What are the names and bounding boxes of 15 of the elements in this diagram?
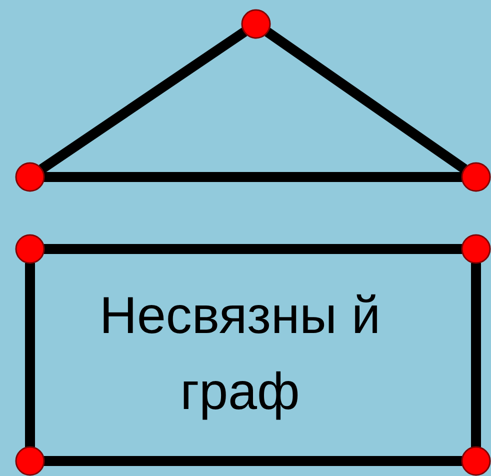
graph-edge [44, 456, 462, 466]
graph-vertex [241, 9, 271, 39]
graph-edge [264, 28, 468, 174]
graph-vertex [15, 446, 45, 476]
graph-edge [44, 172, 462, 182]
graph-vertex [461, 234, 491, 264]
graph-vertex [15, 234, 45, 264]
diagram-label: Несвязны й граф [98, 286, 382, 423]
graph-vertex [461, 162, 491, 192]
graph-edge [25, 263, 35, 447]
graph-vertex [461, 446, 491, 476]
graph-edge [44, 244, 462, 254]
graph-edge [471, 263, 481, 447]
graph-vertex [15, 162, 45, 192]
graph-edge [38, 28, 248, 174]
